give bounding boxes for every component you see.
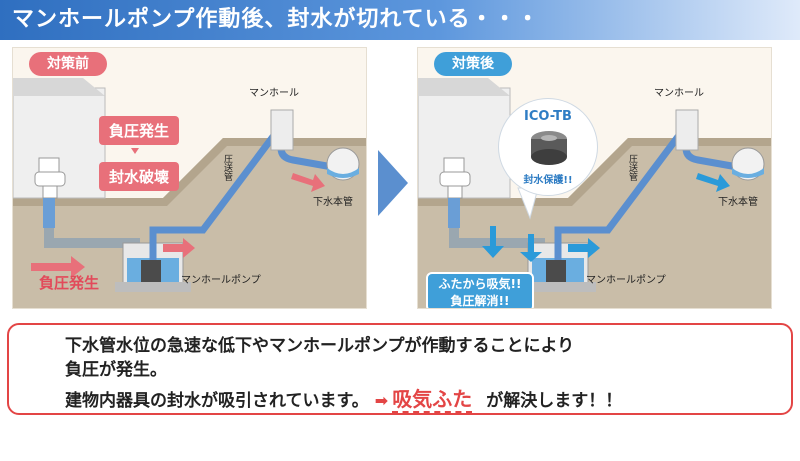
toilet-icon bbox=[439, 157, 471, 199]
highlight-product: 吸気ふた bbox=[392, 387, 473, 413]
sewer-main-label: 下水本管 bbox=[313, 197, 353, 208]
negative-pressure-box: 負圧発生 bbox=[99, 116, 180, 145]
manhole-label: マンホール bbox=[654, 88, 704, 99]
description-line-1: 下水管水位の急速な低下やマンホールポンプが作動することにより bbox=[65, 336, 575, 356]
description-line-3-text: 建物内器具の封水が吸引されています。 bbox=[65, 391, 369, 411]
before-tag: 対策前 bbox=[29, 52, 107, 76]
seal-broken-box: 封水破壊 bbox=[99, 162, 180, 191]
after-tag: 対策後 bbox=[434, 52, 512, 76]
before-illustration bbox=[13, 78, 366, 308]
pump-icon bbox=[546, 260, 566, 282]
flow-arrow-icon bbox=[31, 173, 325, 278]
before-panel: 対策前 マンホール 圧送管 下水本管 マンホールポンプ 負圧発生 封水破壊 負圧… bbox=[12, 47, 367, 309]
product-badge: ICO-TB 封水保護!! bbox=[498, 98, 598, 196]
pump-icon bbox=[141, 260, 161, 282]
callout-line-1: ふたから吸気!! bbox=[438, 277, 522, 291]
description-line-2: 負圧が発生。 bbox=[65, 360, 167, 380]
manhole-label: マンホール bbox=[249, 88, 299, 99]
description-line-3: 建物内器具の封水が吸引されています。 ➡吸気ふたが解決します！！ bbox=[65, 383, 623, 413]
sewer-main-label: 下水本管 bbox=[718, 197, 758, 208]
pressure-pipe-label: 圧送管 bbox=[627, 154, 637, 181]
after-panel: 対策後 マンホール 圧送管 下水本管 マンホールポンプ ICO-TB 封水保護!… bbox=[417, 47, 772, 309]
pump-label: マンホールポンプ bbox=[181, 275, 261, 286]
product-caption: 封水保護!! bbox=[523, 175, 573, 186]
description-box: 下水管水位の急速な低下やマンホールポンプが作動することにより 負圧が発生。 建物… bbox=[7, 323, 793, 415]
air-intake-callout: ふたから吸気!! 負圧解消!! bbox=[426, 272, 534, 308]
after-illustration bbox=[418, 78, 771, 308]
pressure-pipe-label: 圧送管 bbox=[222, 154, 232, 181]
right-arrow-icon: ➡ bbox=[374, 391, 389, 410]
toilet-icon bbox=[34, 157, 66, 199]
negative-pressure-label: 負圧発生 bbox=[39, 274, 100, 292]
transition-arrow-icon bbox=[378, 150, 408, 216]
pump-label: マンホールポンプ bbox=[586, 275, 666, 286]
description-suffix: が解決します！！ bbox=[486, 391, 623, 411]
vent-cap-icon bbox=[531, 131, 567, 165]
flow-arrow-icon bbox=[482, 173, 730, 262]
page-title: マンホールポンプ作動後、封水が切れている・・・ bbox=[0, 0, 800, 40]
callout-line-2: 負圧解消!! bbox=[450, 294, 510, 308]
product-name: ICO-TB bbox=[524, 109, 572, 124]
